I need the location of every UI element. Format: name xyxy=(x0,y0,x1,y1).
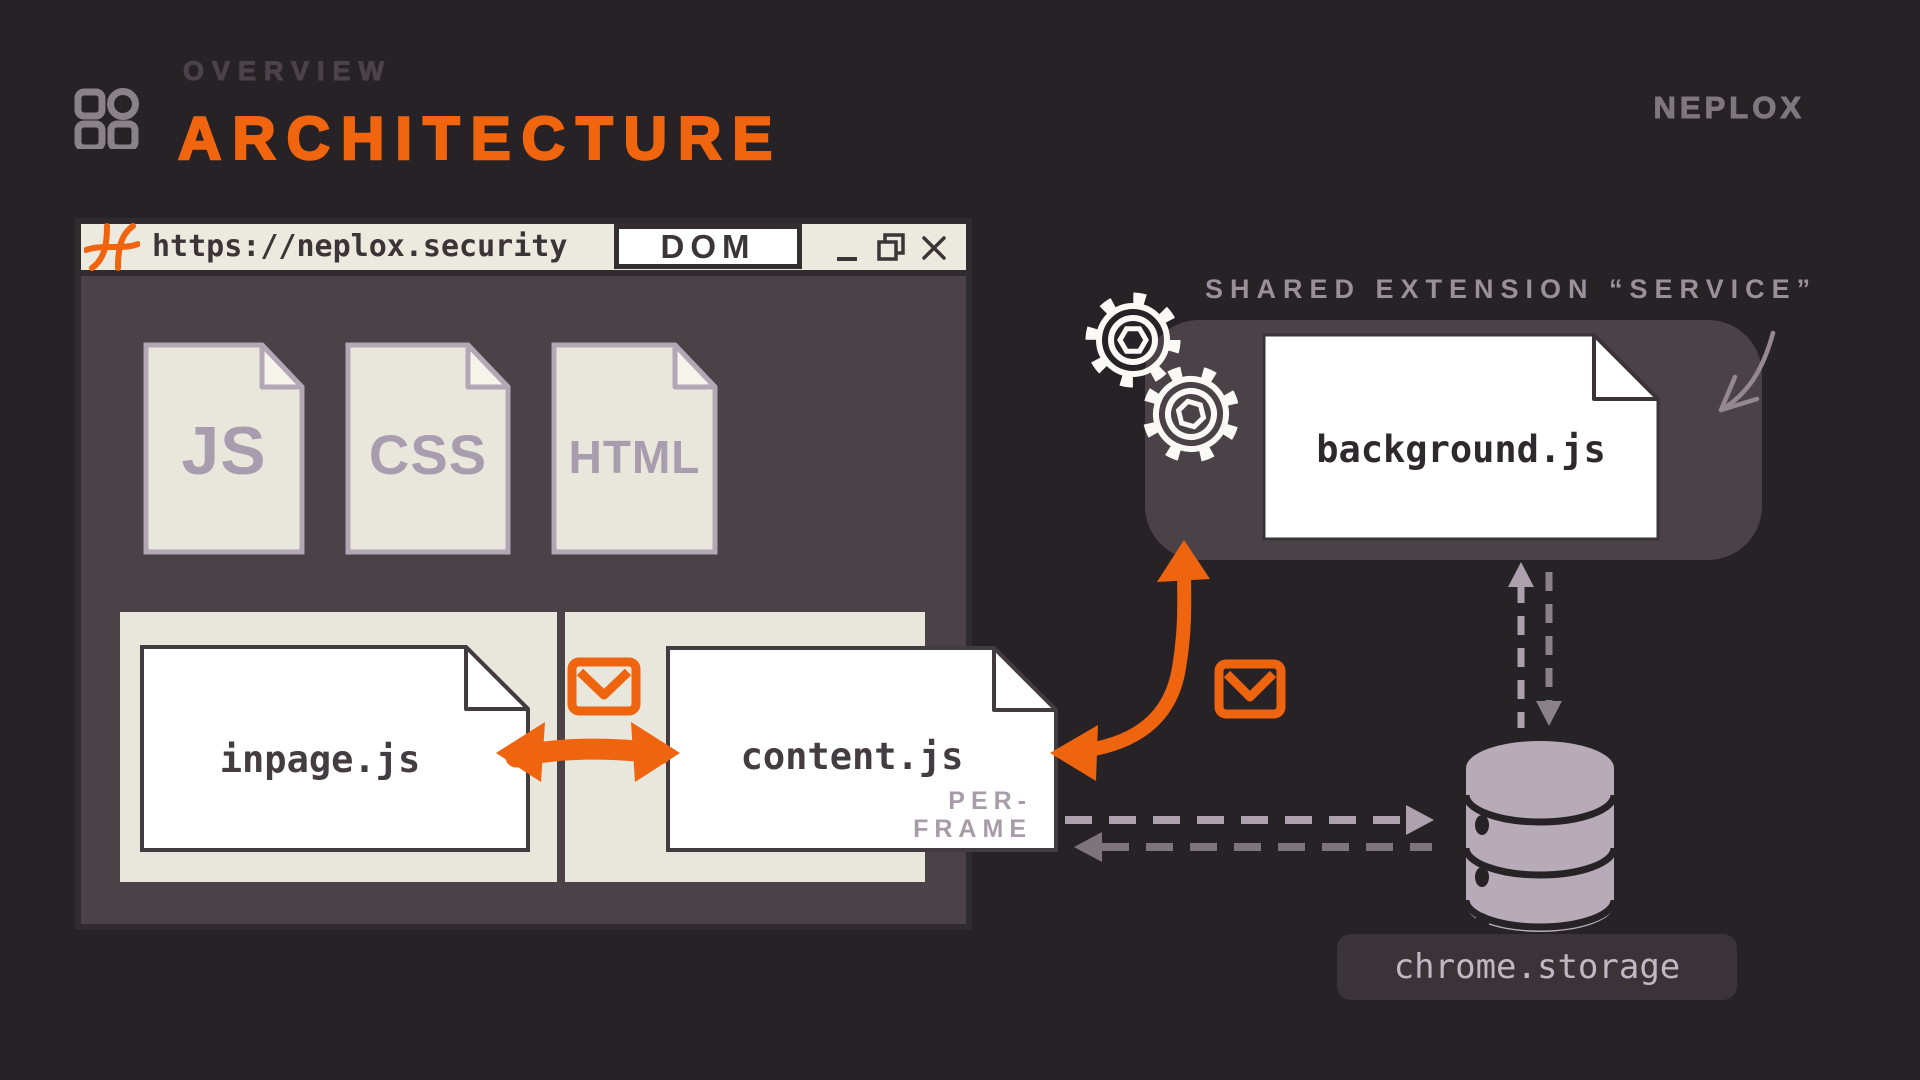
browser-titlebar xyxy=(75,218,972,276)
envelope-icon xyxy=(1214,659,1286,719)
content-file-label: content.js xyxy=(740,735,964,778)
dashed-arrow-icon xyxy=(1065,805,1434,862)
hand-drawn-arrow-icon xyxy=(1718,330,1776,413)
envelope-icon xyxy=(567,657,641,716)
file-label-js: JS xyxy=(181,413,267,489)
gear-icon xyxy=(1142,365,1240,463)
chrome-storage-badge: chrome.storage xyxy=(1337,934,1737,1000)
dom-badge: DOM xyxy=(614,224,802,269)
file-icon-js xyxy=(143,342,305,555)
url-text[interactable]: https://neplox.security xyxy=(152,229,568,264)
file-icon-html xyxy=(551,342,718,555)
shared-service-caption: SHARED EXTENSION “SERVICE” xyxy=(1205,274,1818,304)
file-icon-css xyxy=(345,342,511,555)
restore-icon[interactable] xyxy=(874,230,910,266)
minimize-icon[interactable] xyxy=(832,230,862,266)
file-label-css: CSS xyxy=(368,423,488,486)
file-label-html: HTML xyxy=(568,431,701,483)
double-arrow-icon xyxy=(496,722,680,782)
gear-icon xyxy=(1085,292,1181,388)
gear-icons xyxy=(1085,292,1240,463)
page-title: ARCHITECTURE xyxy=(177,104,784,174)
eyebrow-overview: OVERVIEW xyxy=(182,56,393,87)
brand-neplox: NEPLOX xyxy=(1653,90,1805,126)
curved-arrow-icon xyxy=(1050,540,1210,781)
background-file-card xyxy=(1262,333,1660,541)
close-icon[interactable] xyxy=(918,232,950,264)
neplox-grid-logo xyxy=(74,88,139,149)
content-file-card xyxy=(666,646,1058,852)
dashed-arrow-icon xyxy=(1508,562,1562,728)
neplox-hash-icon xyxy=(84,223,140,271)
per-frame-note: PER-FRAME xyxy=(913,787,1032,843)
inpage-file-label: inpage.js xyxy=(219,738,421,781)
database-icon xyxy=(1462,741,1618,933)
inpage-file-card xyxy=(140,645,530,852)
background-file-label: background.js xyxy=(1316,428,1606,471)
